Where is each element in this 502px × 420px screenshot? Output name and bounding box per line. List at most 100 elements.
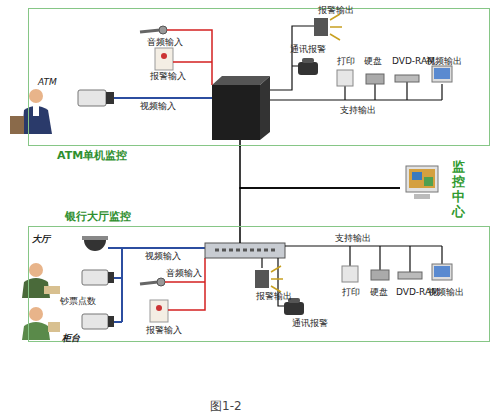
- device-label: 打印: [337, 56, 355, 66]
- camera-lens: [106, 92, 114, 104]
- siren-rays: [330, 14, 342, 40]
- dome-camera: [82, 236, 108, 251]
- siren-rays: [271, 266, 283, 292]
- alarm-output-icon: [314, 14, 342, 40]
- device-label: 打印: [342, 287, 360, 297]
- camera-lens: [108, 272, 114, 283]
- switch-ports: [215, 249, 275, 252]
- harddisk-icon: [371, 270, 389, 280]
- atm-desk: [10, 116, 24, 134]
- mic-head: [157, 278, 165, 286]
- camera-body: [78, 90, 106, 106]
- network-switch: [205, 243, 285, 258]
- mic-head: [159, 26, 167, 34]
- alarm-light: [156, 305, 162, 311]
- device-label: 视频输入: [140, 101, 176, 111]
- device-label: 音频输入: [166, 268, 202, 278]
- siren-body: [255, 270, 269, 288]
- video-wire: [114, 97, 212, 99]
- node-heading: 监控中心: [452, 159, 466, 219]
- switch-body: [205, 243, 285, 258]
- alarm-box: [155, 48, 173, 70]
- trunk-wire: [239, 227, 241, 243]
- dome-cover: [84, 240, 106, 251]
- node-heading: ATM单机监控: [57, 149, 127, 162]
- camera-lens: [108, 316, 114, 327]
- camera-body: [82, 314, 108, 329]
- person-head: [29, 263, 43, 277]
- dvr-front: [212, 85, 260, 140]
- device-label: 硬盘: [364, 56, 382, 66]
- screen-window: [424, 177, 433, 186]
- device-label: 通讯报警: [292, 318, 328, 328]
- output-wire: [270, 26, 442, 100]
- monitor-screen: [409, 169, 435, 188]
- microphone-icon: [140, 26, 167, 34]
- cash-stack: [44, 286, 60, 294]
- network-link: [240, 146, 400, 188]
- video-wire: [108, 248, 205, 322]
- alarm-box: [150, 300, 168, 322]
- person-shirt: [33, 106, 39, 116]
- group-frame: ATM单机监控: [28, 8, 490, 146]
- device-label: 视频输出: [426, 56, 462, 66]
- monitor-icon: [432, 66, 452, 82]
- dvr-side: [260, 76, 270, 140]
- monitor-screen: [434, 68, 450, 79]
- device-label: 视频输出: [428, 287, 464, 297]
- siren-body: [314, 18, 328, 36]
- dome-base: [82, 236, 108, 240]
- device-label: 支持输出: [335, 233, 371, 243]
- device-label: 视频输入: [145, 251, 181, 261]
- dvr-box: [212, 76, 270, 140]
- microphone-icon: [140, 278, 165, 286]
- camera-icon: [78, 90, 114, 106]
- monitor-frame: [432, 66, 452, 82]
- device-label: 报警输入: [146, 325, 182, 335]
- monitor-icon: [432, 264, 452, 280]
- alarm-light: [161, 53, 167, 59]
- device-label: 柜台: [62, 333, 80, 343]
- audio-alarm-wire: [165, 258, 205, 310]
- printer-icon: [342, 266, 358, 282]
- device-label: ATM: [38, 77, 57, 87]
- screen-window: [412, 172, 422, 180]
- device-label: 音频输入: [147, 37, 183, 47]
- device-label: 大厅: [32, 234, 50, 244]
- monitor-stand: [414, 194, 430, 199]
- atm-person: [10, 89, 52, 134]
- dvr-top: [212, 76, 270, 85]
- dvd-icon: [398, 272, 422, 279]
- phone-body: [284, 302, 304, 315]
- node-heading: 银行大厅监控: [65, 210, 131, 223]
- alarm-output-icon: [255, 266, 283, 292]
- alarm-input-icon: [155, 48, 173, 70]
- monitor-frame: [406, 166, 438, 192]
- counter-desk: [48, 322, 60, 332]
- person-body: [22, 106, 52, 134]
- device-label: 通讯报警: [290, 44, 326, 54]
- device-label: 报警输出: [256, 291, 292, 301]
- person-head: [29, 89, 43, 103]
- device-label: 报警输出: [318, 5, 354, 15]
- monitor-screen: [434, 266, 450, 277]
- person-head: [29, 307, 43, 321]
- phone-body: [298, 62, 318, 75]
- network-link: [240, 188, 400, 226]
- device-label: 报警输入: [150, 71, 186, 81]
- harddisk-icon: [366, 74, 384, 84]
- center-monitor: [406, 166, 438, 199]
- mic-handle: [140, 30, 160, 32]
- camera-icon: [82, 270, 114, 285]
- device-label: 钞票点数: [60, 296, 96, 306]
- camera-body: [82, 270, 108, 285]
- printer-icon: [337, 70, 353, 86]
- alarm-input-icon: [150, 300, 168, 322]
- camera-icon: [82, 314, 114, 329]
- mic-handle: [140, 282, 158, 284]
- monitor-center: 监控中心: [400, 158, 470, 218]
- device-label: 硬盘: [370, 287, 388, 297]
- dvd-icon: [395, 75, 419, 82]
- phone-icon: [298, 58, 318, 75]
